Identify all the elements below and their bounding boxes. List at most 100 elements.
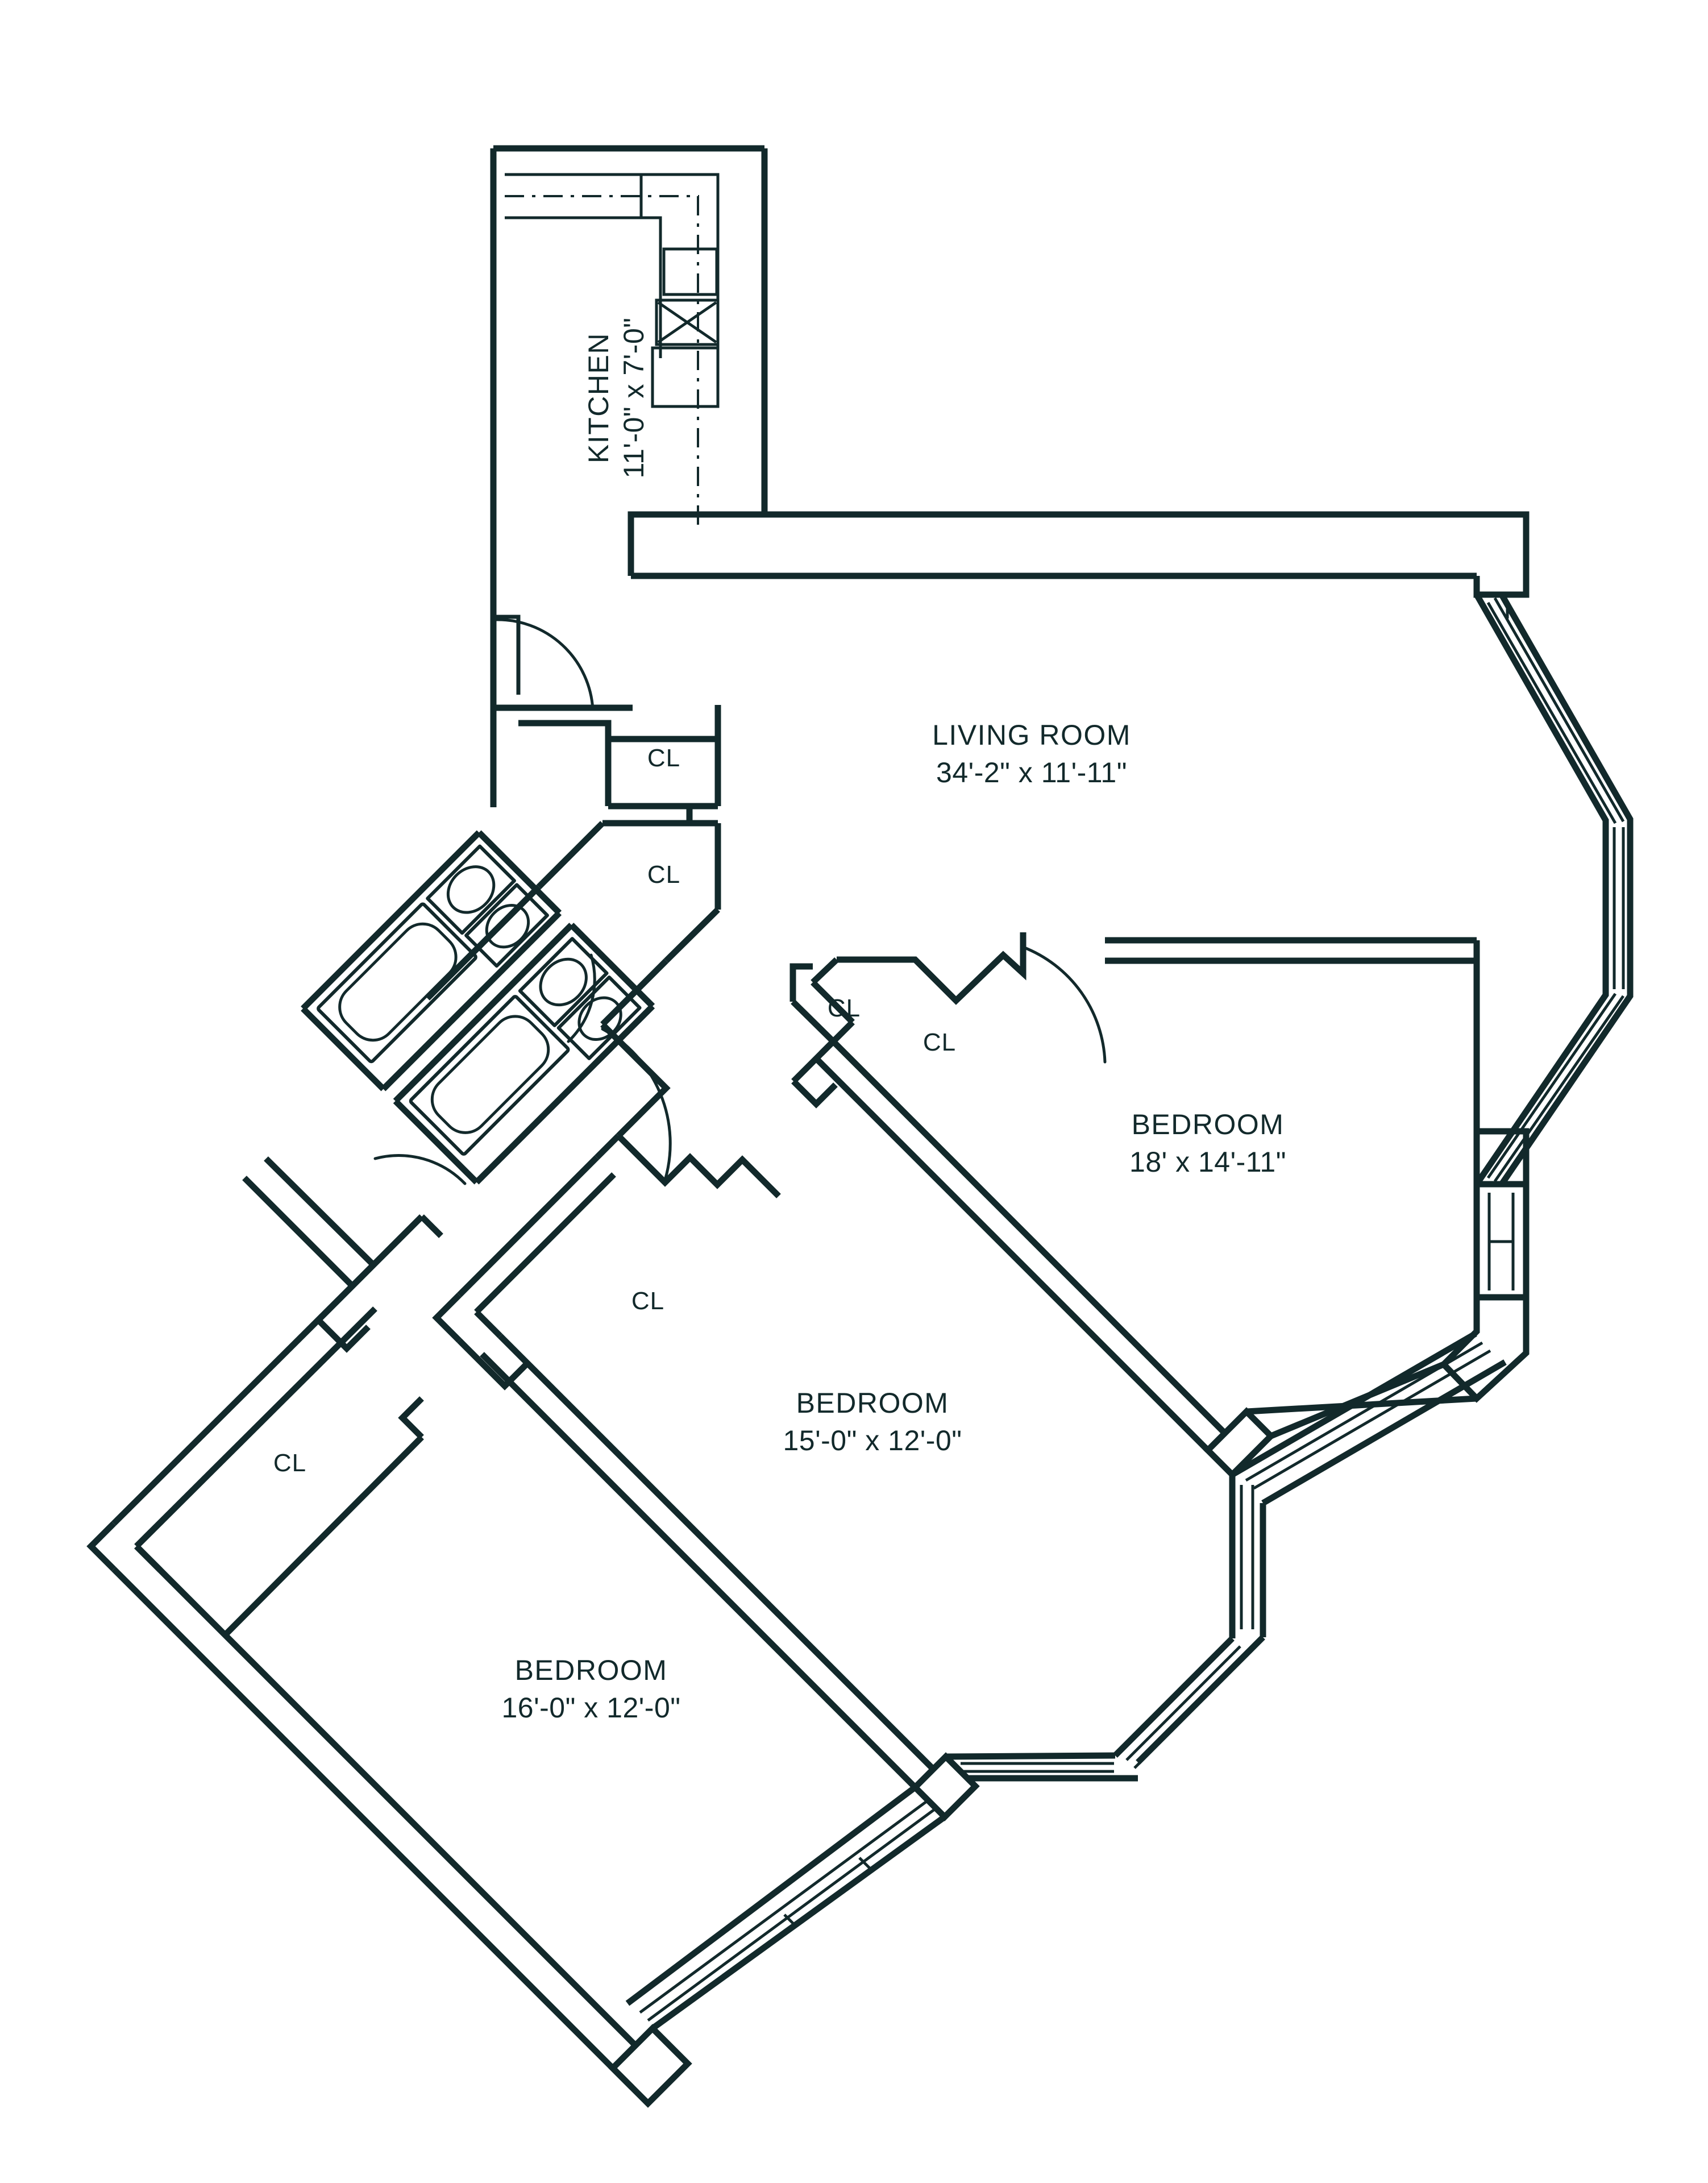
label-bedroom-middle: BEDROOM 15'-0" x 12'-0" xyxy=(783,1387,962,1456)
bath-upper-wall-top xyxy=(301,830,481,1011)
sink-counter-upper xyxy=(426,844,516,935)
bedroom-middle-bay-diag-glaze-b xyxy=(1133,1653,1249,1769)
bedroom-lower-corner-w-outer xyxy=(86,1521,116,1571)
closet-labels: CL CL CL CL CL CL xyxy=(273,744,956,1477)
bathtub-upper-basin xyxy=(338,922,458,1042)
bedroom-middle-wall-nw-outer xyxy=(457,1155,599,1297)
bathtub-lower xyxy=(409,995,570,1156)
living-room-name: LIVING ROOM xyxy=(932,719,1131,751)
entry-door-leaf xyxy=(493,615,521,695)
bedroom-lower-name: BEDROOM xyxy=(515,1654,668,1686)
bedroom-middle-wall-sw-stub xyxy=(457,1338,531,1391)
bedroom-middle-walls xyxy=(432,1027,980,1821)
bath-lower-wall-right xyxy=(569,923,655,1009)
bedroom-lower-se-glaze-div-b xyxy=(858,1857,871,1869)
bedroom-middle-bay-bottom-a xyxy=(945,1752,1116,1760)
bedroom-primary-closet-diag-e xyxy=(819,1020,855,1056)
bedroom-primary-dimensions: 18' x 14'-11" xyxy=(1129,1146,1286,1178)
bedroom-lower-pier-edge xyxy=(610,2066,634,2090)
bedroom-middle-bay-diag-glaze-a xyxy=(1125,1645,1241,1761)
bedroom-lower-pier-south xyxy=(608,2024,692,2108)
closet-label-middle: CL xyxy=(631,1287,664,1315)
kitchen-appliance-lower xyxy=(651,346,720,408)
bathroom-upper-door-arc xyxy=(567,953,596,1043)
entry-hall-walls xyxy=(490,615,633,807)
hall-diagonal-walls xyxy=(242,885,671,1288)
bedroom-lower-closet-jamb xyxy=(419,1214,443,1238)
closet-label-primary-b: CL xyxy=(923,1028,956,1056)
living-room-walls xyxy=(627,511,1530,598)
kitchen-name: KITCHEN xyxy=(583,333,614,463)
hall-wall-diag-nw xyxy=(425,885,541,1001)
bedroom-lower-se-outer xyxy=(650,1814,947,2031)
bedroom-primary-diag-glaze-a xyxy=(1245,1341,1483,1482)
closet-label-entry-lower: CL xyxy=(647,861,680,889)
entry-door-swing-arc xyxy=(494,618,595,711)
toilet-tank-upper xyxy=(464,883,549,968)
bathroom-upper xyxy=(301,830,562,1092)
bedroom-middle-wall-corner-w2 xyxy=(474,1310,502,1338)
bedroom-primary-diag-glaze-b xyxy=(1253,1349,1491,1490)
bathtub-lower-basin xyxy=(430,1015,550,1134)
bedroom-lower-se-glaze-b xyxy=(647,1806,938,2022)
bedroom-primary-closet-return xyxy=(791,1079,838,1109)
label-living-room: LIVING ROOM 34'-2" x 11'-11" xyxy=(932,719,1131,788)
bay-glazing-upper-b xyxy=(1493,597,1625,823)
bedroom-lower-closet-divider-end xyxy=(398,1396,424,1439)
bedroom-middle-wall-corner-w xyxy=(432,1293,462,1343)
bedroom-lower-wall-sw-inner xyxy=(134,1544,638,2048)
bedroom-middle-pier-south xyxy=(911,1752,980,1821)
kitchen-dimensions: 11'-0" x 7'-0" xyxy=(618,317,650,478)
kitchen-walls xyxy=(490,145,768,617)
bay-glazing-lower-b xyxy=(1493,995,1625,1182)
bedroom-primary-closet-diag-b xyxy=(811,980,855,1024)
bedroom-primary-door-arc xyxy=(1021,945,1107,1064)
label-kitchen: KITCHEN 11'-0" x 7'-0" xyxy=(583,317,650,478)
kitchen-appliance-upper xyxy=(662,247,718,296)
kitchen-cooktop-x xyxy=(657,301,717,344)
hall-wall-diag-sw-inner xyxy=(264,1156,377,1269)
bedroom-middle-jamb-n xyxy=(595,1134,621,1160)
bedroom-primary-wall-sw-outer xyxy=(831,1039,1227,1435)
bedroom-primary-east-windows xyxy=(1439,1184,1530,1403)
closet-lower-diagonal-left xyxy=(537,821,605,889)
bedroom-lower-walls xyxy=(86,1214,692,2108)
bedroom-middle-bay-diag-b xyxy=(1136,1635,1265,1765)
bedroom-primary-closet-diag-a xyxy=(811,957,839,985)
bay-outer-profile xyxy=(1474,593,1609,1186)
bath-lower-wall-top xyxy=(393,923,574,1103)
bedroom-primary-diag-outer2 xyxy=(1261,1359,1507,1506)
bedroom-primary-pier-south xyxy=(1203,1407,1275,1479)
bay-glazing-upper-a xyxy=(1486,601,1617,824)
closet-label-entry-upper: CL xyxy=(647,744,680,772)
bedroom-lower-se-window xyxy=(625,1784,947,2031)
bedroom-middle-wall-sw-outer xyxy=(498,1334,934,1770)
bay-glazing-lower-a xyxy=(1486,993,1617,1179)
hall-wall-diag-sw xyxy=(242,1176,355,1288)
bedroom-middle-south-bay xyxy=(945,1475,1266,1782)
hall-wall-diag-e xyxy=(600,1022,671,1138)
closet-label-primary-a: CL xyxy=(828,994,861,1022)
label-bedroom-lower: BEDROOM 16'-0" x 12'-0" xyxy=(501,1654,680,1724)
bathrooms-group xyxy=(301,830,655,1185)
bedroom-middle-wall-sw-inner xyxy=(480,1352,917,1790)
sink-counter-lower xyxy=(518,937,609,1027)
bedroom-primary-closet-profile xyxy=(837,932,1027,1005)
room-labels: KITCHEN 11'-0" x 7'-0" LIVING ROOM 34'-2… xyxy=(501,317,1286,1724)
living-room-pier-north xyxy=(1466,511,1530,598)
entry-closets xyxy=(537,705,721,963)
sink-basin-upper xyxy=(446,865,496,914)
bedroom-lower-dimensions: 16'-0" x 12'-0" xyxy=(501,1692,680,1724)
entry-wall-north-inner xyxy=(518,720,612,739)
bedroom-primary-closet-diag-c xyxy=(791,999,836,1044)
kitchen-fixtures xyxy=(505,173,720,529)
kitchen-cooktop xyxy=(655,298,720,346)
bedroom-lower-se-inner xyxy=(625,1784,917,2006)
living-room-south-wall xyxy=(1105,937,1480,1131)
bedroom-lower-se-glaze-a xyxy=(639,1798,930,2014)
bath-upper-wall-right xyxy=(476,830,562,915)
bedroom-lower-closet-divider xyxy=(222,1435,424,1638)
bath-lower-wall-left xyxy=(393,1098,479,1185)
